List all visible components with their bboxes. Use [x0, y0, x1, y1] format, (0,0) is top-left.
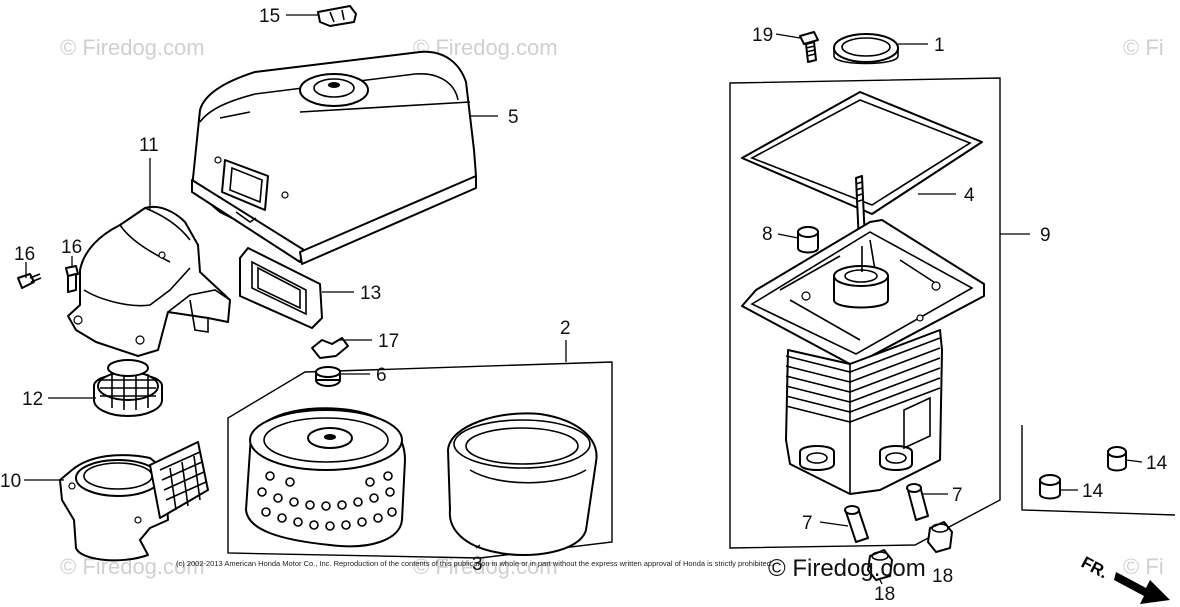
part-17-wing-nut — [311, 337, 349, 359]
part-6-nut — [315, 366, 341, 387]
callout-7: 7 — [952, 485, 963, 506]
part-7-tube-b — [906, 483, 929, 521]
callout-16: 16 — [61, 237, 82, 258]
part-15-clip — [317, 5, 357, 27]
watermark: © Firedog.com — [413, 554, 558, 579]
part-7-tube-a — [844, 505, 869, 543]
group-14-outline — [1021, 425, 1176, 516]
part-16-bolt-a — [17, 273, 42, 289]
callout-18: 18 — [874, 584, 895, 605]
callout-19: 19 — [752, 25, 773, 46]
group-2-outline — [227, 361, 613, 559]
arrow-right-icon — [1114, 572, 1170, 604]
callout-11: 11 — [139, 135, 159, 156]
callout-3: 3 — [472, 554, 483, 575]
watermark: © Fi — [1123, 554, 1164, 579]
callout-10: 10 — [0, 471, 21, 492]
part-18-cap-a — [867, 549, 893, 581]
part-3-foam — [447, 412, 598, 557]
brand-logo-text: © Firedog.com — [768, 555, 926, 582]
leader-lines — [24, 14, 1143, 585]
part-9-base — [741, 219, 985, 495]
callout-13: 13 — [360, 283, 381, 304]
callout-9: 9 — [1040, 225, 1051, 246]
part-11-elbow — [67, 206, 231, 357]
part-14-cap-a — [1107, 446, 1127, 472]
callout-15: 15 — [259, 6, 280, 27]
callout-16: 16 — [14, 244, 35, 265]
part-2-element — [245, 407, 406, 548]
callout-5: 5 — [508, 107, 519, 128]
part-19-bolt — [799, 31, 819, 63]
callout-6: 6 — [376, 365, 387, 386]
front-direction-label: FR. — [1078, 553, 1111, 583]
callout-17: 17 — [378, 331, 399, 352]
part-5-cover — [191, 50, 477, 265]
group-9-outline — [729, 77, 1001, 549]
callout-18: 18 — [932, 566, 953, 587]
part-18-cap-b — [927, 521, 953, 553]
part-10-case — [59, 441, 209, 562]
watermark: © Firedog.com — [60, 35, 205, 60]
callout-4: 4 — [964, 185, 975, 206]
watermark: © Fi — [1123, 35, 1164, 60]
part-1-o-ring — [833, 33, 899, 65]
callout-8: 8 — [762, 224, 773, 245]
part-13-gasket — [239, 247, 323, 329]
part-14-cap-b — [1039, 474, 1061, 500]
part-8-collar — [797, 226, 819, 254]
copyright-notice: (c) 2002-2013 American Honda Motor Co., … — [176, 559, 773, 568]
callout-12: 12 — [22, 389, 43, 410]
callouts: 15 5 11 16 16 13 17 6 12 10 2 3 19 1 4 8… — [0, 6, 1168, 605]
callout-7: 7 — [802, 513, 813, 534]
part-12-mesh-filter — [93, 359, 163, 417]
callout-14: 14 — [1146, 453, 1168, 474]
callout-1: 1 — [934, 35, 945, 56]
part-16-bolt-b — [65, 265, 79, 293]
callout-2: 2 — [560, 318, 571, 339]
callout-14: 14 — [1082, 481, 1104, 502]
